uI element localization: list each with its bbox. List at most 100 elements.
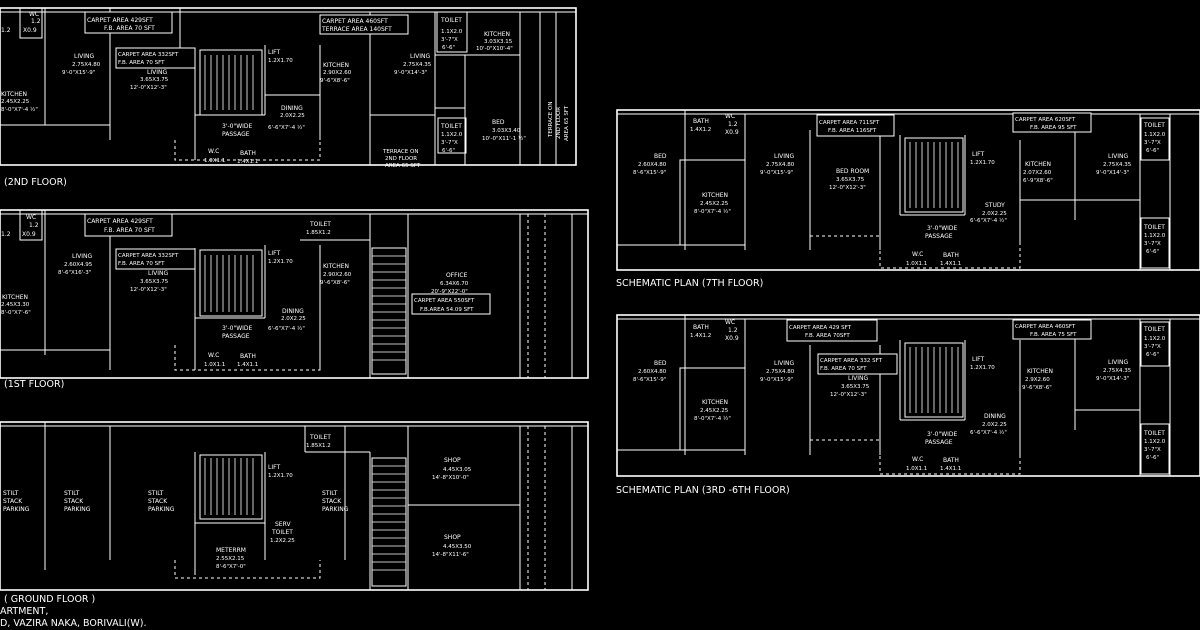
text: LIVING <box>410 53 430 60</box>
text: CARPET AREA 711SFT <box>819 120 880 126</box>
text: X0.9 <box>725 129 739 136</box>
text: BED <box>492 119 505 126</box>
text: BATH <box>240 353 256 360</box>
text: LIVING <box>1108 359 1128 366</box>
text: 1.2 <box>1 27 11 34</box>
text: F.B.AREA 54.09 SFT <box>420 307 474 313</box>
text: CARPET AREA 460SFT <box>322 18 388 25</box>
text: 2.0X2.25 <box>982 422 1007 428</box>
text: 8'-0"X7'-4 ½" <box>694 415 731 422</box>
text: 9'-0"X14'-3" <box>1096 170 1129 176</box>
text: CARPET AREA 332SFT <box>118 52 179 58</box>
text: F.B. AREA 75 SFT <box>1030 332 1077 338</box>
text: 1.2 <box>31 18 41 25</box>
text: 9'-0"X14'-3" <box>1096 376 1129 382</box>
plan-second-floor: WC 1.2 X0.9 1.2 CARPET AREA 429SFT F.B. … <box>0 7 577 188</box>
text: 2.60X4.80 <box>638 162 667 168</box>
text: BATH <box>693 118 709 125</box>
text: 2.45X2.25 <box>1 99 30 105</box>
text: 2.60X4.80 <box>638 369 667 375</box>
plan-ground-floor: TOILET 1.85X1.2 SHOP 4.45X3.05 14'-8"X10… <box>0 421 589 629</box>
text: 1.2X1.70 <box>268 473 293 479</box>
plan-seventh-floor: BATH 1.4X1.2 WC 1.2 X0.9 CARPET AREA 711… <box>616 109 1200 289</box>
text: BATH <box>240 150 256 157</box>
text: 2ND FLOOR <box>556 107 562 139</box>
text: LIVING <box>848 375 868 382</box>
text: 2ND FLOOR <box>385 156 417 162</box>
text: PASSAGE <box>925 233 953 240</box>
text: 8'-6"X7'-0" <box>216 564 246 570</box>
text: KITCHEN <box>1025 161 1051 168</box>
text: OFFICE <box>446 272 468 279</box>
text: W.C <box>912 251 923 258</box>
text: 3.65X3.75 <box>140 77 169 83</box>
text: LIVING <box>147 69 167 76</box>
text: 10'-0"X10'-4" <box>476 46 513 52</box>
text: PARKING <box>148 506 175 513</box>
text: 2.75X4.80 <box>766 162 795 168</box>
text: 1.1X2.0 <box>1144 336 1166 342</box>
text: BATH <box>693 324 709 331</box>
text: LIVING <box>74 53 94 60</box>
text: F.B. AREA 95 SFT <box>1030 125 1077 131</box>
text: TERRACE ON <box>548 102 554 138</box>
text: STILT <box>3 490 19 497</box>
text: 1.85X1.2 <box>306 443 331 449</box>
plan-title: SCHEMATIC PLAN (7TH FLOOR) <box>616 278 763 289</box>
text: TOILET <box>1143 224 1165 231</box>
text: 20'-9"X22'-0" <box>431 289 468 295</box>
text: 9'-6"X8'-6" <box>1022 385 1052 391</box>
text: 6'-6"X7'-4 ½" <box>970 217 1007 224</box>
text: 1.1X2.0 <box>441 132 463 138</box>
text: STACK <box>148 498 168 505</box>
text: 1.0X1.1 <box>204 362 225 368</box>
plan-first-floor: WC 1.2 X0.9 1.2 CARPET AREA 429SFT F.B. … <box>0 209 589 390</box>
text: F.B. AREA 70 SFT <box>104 227 155 234</box>
text: DINING <box>281 105 303 112</box>
text: 2.45X3.30 <box>1 302 30 308</box>
text: 1.1X2.0 <box>441 29 463 35</box>
text: BED <box>654 360 667 367</box>
text: 8'-6"X15'-9" <box>633 170 666 176</box>
text: CARPET AREA 620SFT <box>1015 117 1076 123</box>
text: 2.60X4.95 <box>64 262 93 268</box>
text: 8'-6"X15'-9" <box>633 377 666 383</box>
text: TOILET <box>1143 326 1165 333</box>
text: TOILET <box>1143 430 1165 437</box>
text: 1.0X1.1 <box>906 261 927 267</box>
text: DINING <box>282 308 304 315</box>
text: 12'-0"X12'-3" <box>830 392 867 398</box>
text: 1.4X1.2 <box>690 333 711 339</box>
text: 1.0X1.1 <box>906 466 927 472</box>
text: TERRACE AREA 140SFT <box>321 26 392 33</box>
text: 3.65X3.75 <box>140 279 169 285</box>
text: 6'-6" <box>1146 352 1159 358</box>
text: 3'-0"WIDE <box>222 325 253 332</box>
text: AREA 65 SFT <box>564 105 570 141</box>
text: 6'-6"X7'-4 ½" <box>268 325 305 332</box>
text: 3'-0"WIDE <box>927 225 958 232</box>
text: LIFT <box>268 49 280 56</box>
text: 3.65X3.75 <box>841 384 870 390</box>
text: 8'-0"X7'-6" <box>1 310 31 316</box>
text: 14'-8"X11'-6" <box>432 552 469 558</box>
text: 1.4X1.1 <box>940 261 961 267</box>
text: TOILET <box>1143 122 1165 129</box>
text: METERRM <box>216 547 246 554</box>
text: X0.9 <box>725 335 739 342</box>
text: KITCHEN <box>1027 368 1053 375</box>
text: TERRACE ON <box>382 149 418 155</box>
text: 1.4X1.2 <box>690 127 711 133</box>
project-name: ARTMENT, <box>0 606 48 617</box>
text: 3.03X3.40 <box>492 128 521 134</box>
text: 2.9X2.60 <box>1025 377 1050 383</box>
text: 3.03X3.15 <box>484 39 513 45</box>
text: 3'-7"X <box>1144 241 1161 247</box>
text: CARPET AREA 429SFT <box>87 218 153 225</box>
text: WC <box>29 11 39 18</box>
text: 3'-7"X <box>1144 140 1161 146</box>
text: 2.0X2.25 <box>982 211 1007 217</box>
text: 2.90X2.60 <box>323 272 352 278</box>
text: KITCHEN <box>702 192 728 199</box>
text: 1.4X1.1 <box>940 466 961 472</box>
